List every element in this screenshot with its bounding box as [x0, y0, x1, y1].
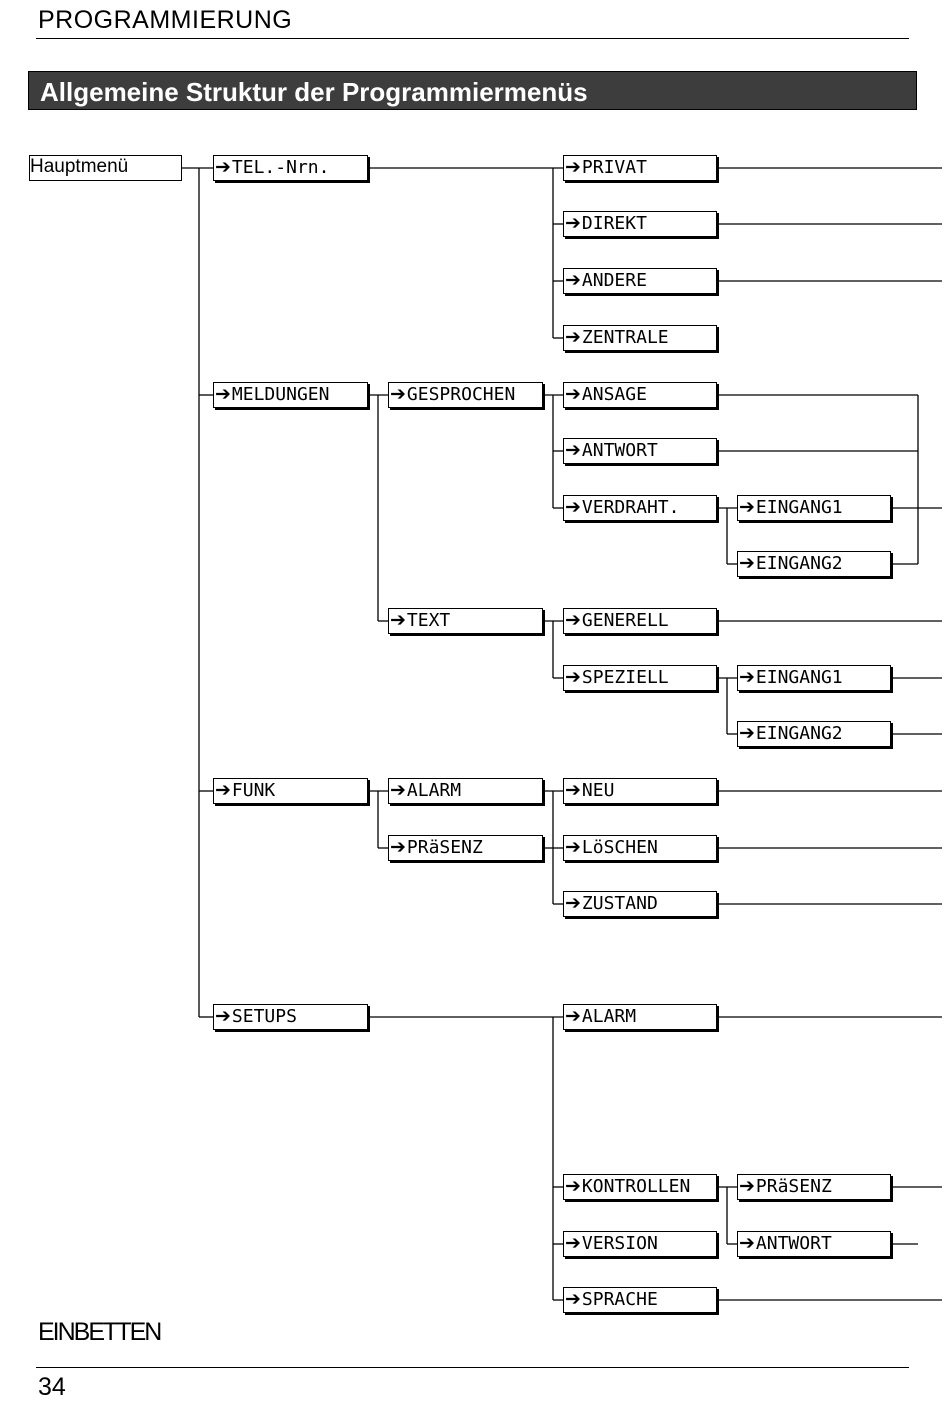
arrow-right-icon: ➔ — [739, 666, 755, 688]
menu-item-label: GENERELL — [581, 610, 669, 631]
menu-item-zentrale[interactable]: ➔ZENTRALE — [563, 325, 717, 351]
menu-item-label: FUNK — [231, 780, 276, 801]
arrow-right-icon: ➔ — [739, 722, 755, 744]
footer-section-label: EINBETTEN — [38, 1318, 162, 1346]
menu-item-version[interactable]: ➔VERSION — [563, 1231, 717, 1257]
arrow-right-icon: ➔ — [565, 666, 581, 688]
arrow-right-icon: ➔ — [739, 1232, 755, 1254]
arrow-right-icon: ➔ — [565, 1175, 581, 1197]
menu-item-setups[interactable]: ➔SETUPS — [213, 1004, 368, 1030]
menu-item-eingang2-verdraht[interactable]: ➔EINGANG2 — [737, 551, 891, 577]
section-title: Allgemeine Struktur der Programmiermenüs — [40, 77, 588, 107]
menu-item-sprache[interactable]: ➔SPRACHE — [563, 1287, 717, 1313]
menu-item-eingang1-speziell[interactable]: ➔EINGANG1 — [737, 665, 891, 691]
menu-item-label: ANDERE — [581, 270, 647, 291]
menu-item-label: ZENTRALE — [581, 327, 669, 348]
arrow-right-icon: ➔ — [565, 383, 581, 405]
menu-item-label: TEL.-Nrn. — [231, 157, 330, 178]
menu-item-label: GESPROCHEN — [406, 384, 516, 405]
menu-item-label: TEXT — [406, 610, 451, 631]
arrow-right-icon: ➔ — [565, 892, 581, 914]
menu-item-zustand[interactable]: ➔ZUSTAND — [563, 891, 717, 917]
menu-item-label: VERSION — [581, 1233, 658, 1254]
menu-item-alarm-funk[interactable]: ➔ALARM — [388, 778, 543, 804]
page-number: 34 — [38, 1373, 66, 1401]
arrow-right-icon: ➔ — [565, 326, 581, 348]
menu-item-label: VERDRAHT. — [581, 497, 680, 518]
menu-item-label: ANTWORT — [581, 440, 658, 461]
arrow-right-icon: ➔ — [565, 779, 581, 801]
menu-item-label: LöSCHEN — [581, 837, 658, 858]
arrow-right-icon: ➔ — [215, 1005, 231, 1027]
arrow-right-icon: ➔ — [565, 212, 581, 234]
menu-item-eingang1-verdraht[interactable]: ➔EINGANG1 — [737, 495, 891, 521]
menu-item-label: KONTROLLEN — [581, 1176, 691, 1197]
menu-item-label: EINGANG2 — [755, 723, 843, 744]
menu-item-praesenz-funk[interactable]: ➔PRäSENZ — [388, 835, 543, 861]
arrow-right-icon: ➔ — [565, 1232, 581, 1254]
menu-item-label: DIREKT — [581, 213, 647, 234]
menu-item-label: ALARM — [406, 780, 462, 801]
menu-item-label: SPRACHE — [581, 1289, 658, 1310]
arrow-right-icon: ➔ — [215, 779, 231, 801]
menu-item-label: PRäSENZ — [755, 1176, 832, 1197]
menu-item-speziell[interactable]: ➔SPEZIELL — [563, 665, 717, 691]
menu-item-loeschen[interactable]: ➔LöSCHEN — [563, 835, 717, 861]
menu-item-verdraht[interactable]: ➔VERDRAHT. — [563, 495, 717, 521]
menu-item-label: SPEZIELL — [581, 667, 669, 688]
menu-item-praesenz-kontrollen[interactable]: ➔PRäSENZ — [737, 1174, 891, 1200]
menu-item-label: PRäSENZ — [406, 837, 483, 858]
arrow-right-icon: ➔ — [390, 779, 406, 801]
chapter-title: PROGRAMMIERUNG — [38, 6, 293, 34]
menu-item-tel[interactable]: ➔TEL.-Nrn. — [213, 155, 368, 181]
arrow-right-icon: ➔ — [739, 1175, 755, 1197]
menu-item-label: PRIVAT — [581, 157, 647, 178]
arrow-right-icon: ➔ — [565, 609, 581, 631]
menu-root-hauptmenue[interactable]: Hauptmenü — [29, 155, 182, 181]
menu-item-direkt[interactable]: ➔DIREKT — [563, 211, 717, 237]
menu-item-neu[interactable]: ➔NEU — [563, 778, 717, 804]
menu-item-label: MELDUNGEN — [231, 384, 330, 405]
menu-item-antwort[interactable]: ➔ANTWORT — [563, 438, 717, 464]
menu-item-alarm-setups[interactable]: ➔ALARM — [563, 1004, 717, 1030]
arrow-right-icon: ➔ — [565, 1005, 581, 1027]
menu-item-text[interactable]: ➔TEXT — [388, 608, 543, 634]
menu-item-label: ANSAGE — [581, 384, 647, 405]
menu-item-generell[interactable]: ➔GENERELL — [563, 608, 717, 634]
footer-rule — [36, 1367, 909, 1368]
menu-item-privat[interactable]: ➔PRIVAT — [563, 155, 717, 181]
menu-item-label: EINGANG2 — [755, 553, 843, 574]
arrow-right-icon: ➔ — [565, 269, 581, 291]
arrow-right-icon: ➔ — [390, 609, 406, 631]
menu-item-label: EINGANG1 — [755, 667, 843, 688]
menu-item-eingang2-speziell[interactable]: ➔EINGANG2 — [737, 721, 891, 747]
menu-item-label: ZUSTAND — [581, 893, 658, 914]
arrow-right-icon: ➔ — [565, 439, 581, 461]
menu-item-ansage[interactable]: ➔ANSAGE — [563, 382, 717, 408]
menu-item-label: SETUPS — [231, 1006, 297, 1027]
arrow-right-icon: ➔ — [565, 496, 581, 518]
menu-item-label: ALARM — [581, 1006, 637, 1027]
arrow-right-icon: ➔ — [565, 836, 581, 858]
arrow-right-icon: ➔ — [565, 156, 581, 178]
menu-item-gesprochen[interactable]: ➔GESPROCHEN — [388, 382, 543, 408]
arrow-right-icon: ➔ — [215, 383, 231, 405]
arrow-right-icon: ➔ — [739, 496, 755, 518]
arrow-right-icon: ➔ — [390, 836, 406, 858]
menu-item-label: EINGANG1 — [755, 497, 843, 518]
arrow-right-icon: ➔ — [565, 1288, 581, 1310]
section-banner: Allgemeine Struktur der Programmiermenüs — [28, 71, 917, 110]
menu-item-andere[interactable]: ➔ANDERE — [563, 268, 717, 294]
arrow-right-icon: ➔ — [739, 552, 755, 574]
arrow-right-icon: ➔ — [390, 383, 406, 405]
menu-item-kontrollen[interactable]: ➔KONTROLLEN — [563, 1174, 717, 1200]
header-rule — [36, 38, 909, 39]
menu-item-label: NEU — [581, 780, 615, 801]
menu-item-funk[interactable]: ➔FUNK — [213, 778, 368, 804]
menu-item-antwort-kontrollen[interactable]: ➔ANTWORT — [737, 1231, 891, 1257]
menu-item-meldungen[interactable]: ➔MELDUNGEN — [213, 382, 368, 408]
menu-item-label: ANTWORT — [755, 1233, 832, 1254]
arrow-right-icon: ➔ — [215, 156, 231, 178]
